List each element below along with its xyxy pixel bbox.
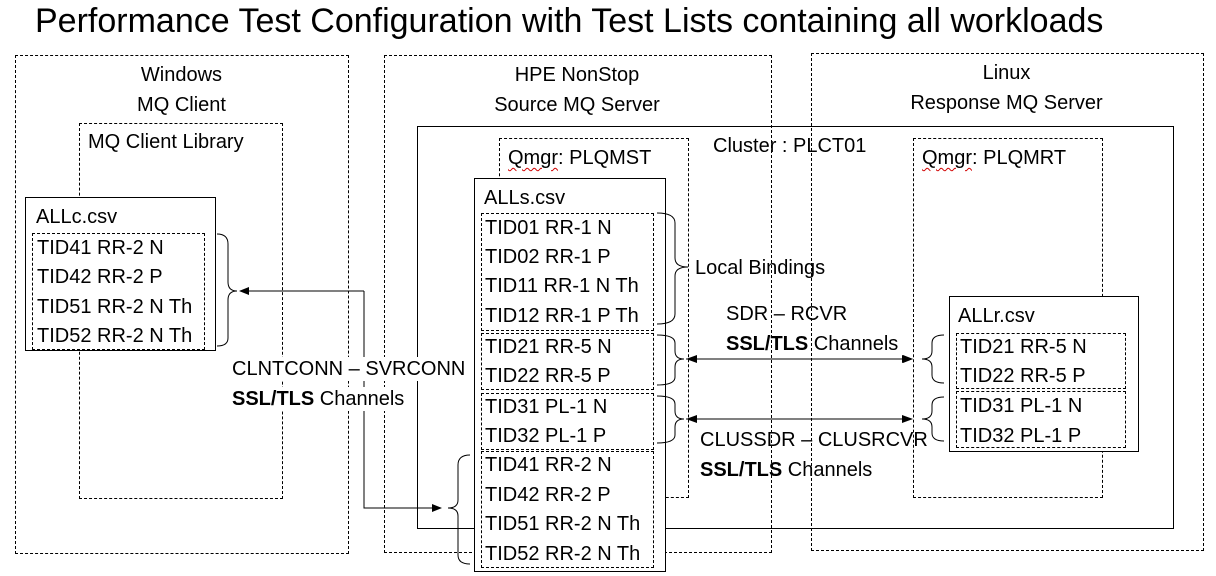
clussdr-label: CLUSSDR – CLUSRCVR (700, 429, 928, 451)
qmgr-plqmst-label: Qmgr: PLQMST (508, 146, 651, 170)
alls-test-item: TID12 RR-1 P Th (485, 305, 639, 327)
sdr-arrowhead-left (686, 355, 697, 363)
clus-arrowhead-right (902, 415, 913, 423)
local-bindings-brace (656, 212, 689, 325)
alls-csv-box (474, 178, 666, 572)
alls-test-item: TID52 RR-2 N Th (485, 543, 641, 565)
qmgr-prefix: Qmgr (922, 147, 972, 169)
alls-test-item: TID41 RR-2 N (485, 454, 612, 476)
cluster-box (417, 126, 1174, 529)
alls-rr5-group (481, 333, 654, 390)
allr-csv-label: ALLr.csv (958, 305, 1035, 327)
allc-group-brace (216, 233, 238, 347)
alls-test-item: TID22 RR-5 P (485, 365, 611, 387)
alls-test-item: TID32 PL-1 P (485, 425, 607, 447)
nonstop-heading-line2: Source MQ Server (494, 94, 660, 116)
allr-test-item: TID22 RR-5 P (960, 365, 1086, 387)
alls-rr5-brace (656, 334, 685, 386)
qmgr-plqmrt-label: Qmgr: PLQMRT (922, 146, 1066, 170)
allr-csv-box (949, 296, 1139, 452)
allc-test-group (32, 233, 205, 350)
qmgr-name: : PLQMRT (972, 147, 1067, 169)
allc-csv-box (25, 197, 216, 351)
alls-test-item: TID11 RR-1 N Th (485, 275, 639, 297)
clus-arrowhead-left (686, 415, 697, 423)
allr-test-item: TID31 PL-1 N (960, 395, 1083, 417)
allc-test-item: TID42 RR-2 P (37, 266, 163, 288)
allr-test-item: TID32 PL-1 P (960, 425, 1082, 447)
allr-rr5-group (956, 333, 1126, 389)
sdr-channels-label: SSL/TLS Channels (726, 332, 898, 356)
windows-heading-line2: MQ Client (137, 94, 226, 116)
alls-test-item: TID31 PL-1 N (485, 396, 608, 418)
clntconn-channels-label: SSL/TLS Channels (232, 387, 405, 411)
clnt-ssl-text: SSL/TLS (232, 388, 315, 410)
alls-rr2-group (481, 451, 654, 568)
qmgr-name: : PLQMST (558, 147, 652, 169)
allr-test-item: TID21 RR-5 N (960, 336, 1087, 358)
allc-csv-label: ALLc.csv (36, 206, 118, 228)
allc-test-item: TID41 RR-2 N (37, 237, 164, 259)
allc-test-item: TID51 RR-2 N Th (37, 296, 193, 318)
alls-test-item: TID01 RR-1 N (485, 217, 612, 239)
windows-region (15, 55, 349, 554)
sdr-rcvr-label: SDR – RCVR (726, 303, 848, 325)
windows-heading-line1: Windows (140, 64, 223, 86)
clntconn-label: CLNTCONN – SVRCONN (232, 357, 466, 381)
alls-pl1-group (481, 393, 654, 450)
cluster-label: Cluster : PLCT01 (713, 135, 867, 157)
allc-test-item: TID52 RR-2 N Th (37, 325, 193, 347)
clnt-channels-text: Channels (314, 388, 405, 410)
alls-pl1-brace (656, 395, 685, 444)
linux-heading-line1: Linux (982, 62, 1031, 84)
alls-test-item: TID51 RR-2 N Th (485, 513, 641, 535)
alls-test-item: TID21 RR-5 N (485, 336, 612, 358)
nonstop-heading-line1: HPE NonStop (514, 64, 640, 86)
local-bindings-label: Local Bindings (695, 257, 826, 279)
linux-heading-line2: Response MQ Server (910, 92, 1103, 114)
sdr-ssl-text: SSL/TLS (726, 333, 809, 355)
clus-ssl-text: SSL/TLS (700, 459, 783, 481)
alls-csv-label: ALLs.csv (484, 187, 566, 209)
allr-pl1-group (956, 391, 1126, 448)
clus-channels-text: Channels (782, 459, 873, 481)
diagram-title: Performance Test Configuration with Test… (35, 2, 1104, 40)
alls-test-item: TID02 RR-1 P (485, 246, 611, 268)
alls-test-item: TID42 RR-2 P (485, 484, 611, 506)
allr-pl1-brace (921, 396, 945, 442)
linux-region (811, 53, 1204, 551)
mq-client-library-label: MQ Client Library (88, 131, 244, 153)
alls-rr2-brace (447, 454, 471, 565)
allr-rr5-brace (921, 334, 945, 384)
clussdr-channels-label: SSL/TLS Channels (700, 458, 872, 482)
sdr-arrowhead-right (902, 355, 913, 363)
alls-local-group (481, 213, 654, 331)
sdr-channels-text: Channels (808, 333, 899, 355)
qmgr-prefix: Qmgr (508, 147, 558, 169)
